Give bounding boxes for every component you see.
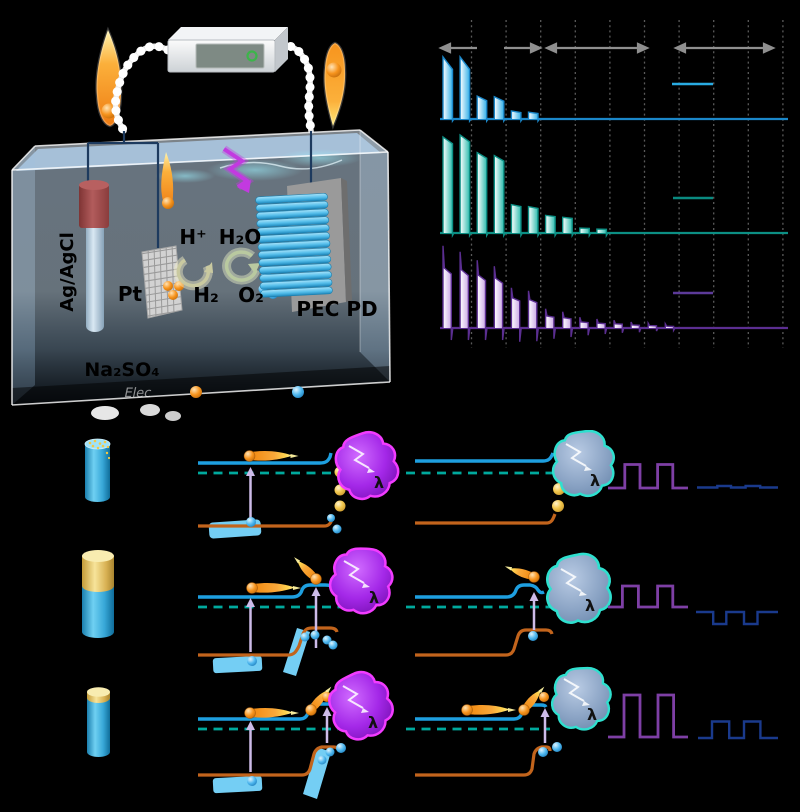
legend-electron-dot — [190, 386, 202, 398]
vb-line — [198, 516, 335, 528]
band-diagram-r3c2: λ — [406, 661, 617, 777]
label-oxygen: O₂ — [238, 283, 264, 307]
photocurrent-charts — [438, 20, 788, 348]
label-proton: H⁺ — [179, 225, 206, 249]
label-reference-electrode: Ag/AgCl — [57, 232, 78, 312]
legend-hole-dot — [292, 386, 304, 398]
electron-comet-pt — [161, 152, 174, 209]
lambda-symbol: λ — [585, 596, 595, 615]
trace-blue — [440, 54, 788, 124]
band-diagram-r2c1: λ — [198, 540, 401, 676]
vb-line — [415, 628, 554, 657]
response-wave-row3 — [698, 720, 778, 740]
reaction-arrow-hydrogen — [173, 256, 213, 291]
nanorod-icon-row1 — [84, 438, 111, 502]
trace-teal — [440, 133, 788, 239]
beaker-bottom-shadow — [12, 366, 390, 405]
response-wave-row2 — [696, 610, 778, 626]
band-diagram-panel: λ λ λ — [82, 430, 778, 799]
uv-light-bolt-icon — [221, 145, 255, 193]
band-diagram-r2c2: λ — [406, 552, 612, 657]
scale-bars — [672, 82, 713, 295]
vb-line — [415, 745, 552, 777]
region-arrows — [438, 42, 776, 54]
trace-purple — [440, 245, 788, 342]
nanorod-icon-row3 — [87, 687, 110, 757]
cb-line — [415, 583, 545, 599]
counter-electrode — [141, 245, 183, 319]
label-water: H₂O — [219, 225, 262, 249]
lambda-symbol: λ — [590, 471, 600, 490]
meter-screen — [195, 43, 265, 69]
stimulus-wave-row1 — [608, 463, 688, 490]
nanorod-icon-row2 — [82, 550, 114, 638]
pec-photodetector — [255, 178, 352, 312]
reaction-arrow-oxygen — [222, 247, 261, 285]
lambda-symbol: λ — [587, 705, 597, 724]
response-wave-row1 — [697, 484, 778, 489]
power-indicator — [246, 50, 258, 62]
water-surface — [16, 133, 381, 171]
electrode-wires — [86, 131, 313, 248]
vb-line — [198, 626, 339, 657]
cb-line — [415, 452, 555, 463]
band-diagram-r3c1: λ — [198, 665, 400, 799]
grid-lines — [470, 20, 784, 348]
band-diagram-r1c2: λ — [406, 430, 619, 525]
stimulus-wave-row2 — [608, 584, 688, 609]
vb-line — [415, 513, 557, 525]
apparatus-panel: Ag/AgCl Pt H⁺ H₂O H₂ O₂ PEC PD Na₂SO₄ El… — [11, 26, 391, 421]
lambda-symbol: λ — [374, 473, 384, 492]
label-hydrogen: H₂ — [193, 283, 219, 307]
band-diagram-r1c1: λ — [198, 430, 403, 539]
lambda-symbol: λ — [369, 588, 379, 607]
cable-right — [267, 40, 316, 136]
stimulus-wave-row3 — [608, 693, 688, 739]
cable-left — [111, 41, 173, 136]
source-meter — [167, 27, 288, 73]
legend-electron-fragment: Elec — [123, 386, 153, 401]
electron-ball — [326, 62, 342, 78]
label-electrolyte: Na₂SO₄ — [84, 359, 159, 381]
cb-line — [198, 452, 333, 465]
label-counter-electrode: Pt — [118, 282, 143, 306]
legend: Elec — [123, 386, 304, 401]
reference-electrode — [79, 180, 109, 332]
label-photodetector: PEC PD — [296, 297, 377, 321]
lambda-symbol: λ — [368, 713, 378, 732]
electron-balls-pt — [163, 281, 184, 300]
white-fragments — [91, 404, 181, 421]
electron-flame-right — [323, 41, 347, 130]
waveforms — [608, 463, 778, 740]
